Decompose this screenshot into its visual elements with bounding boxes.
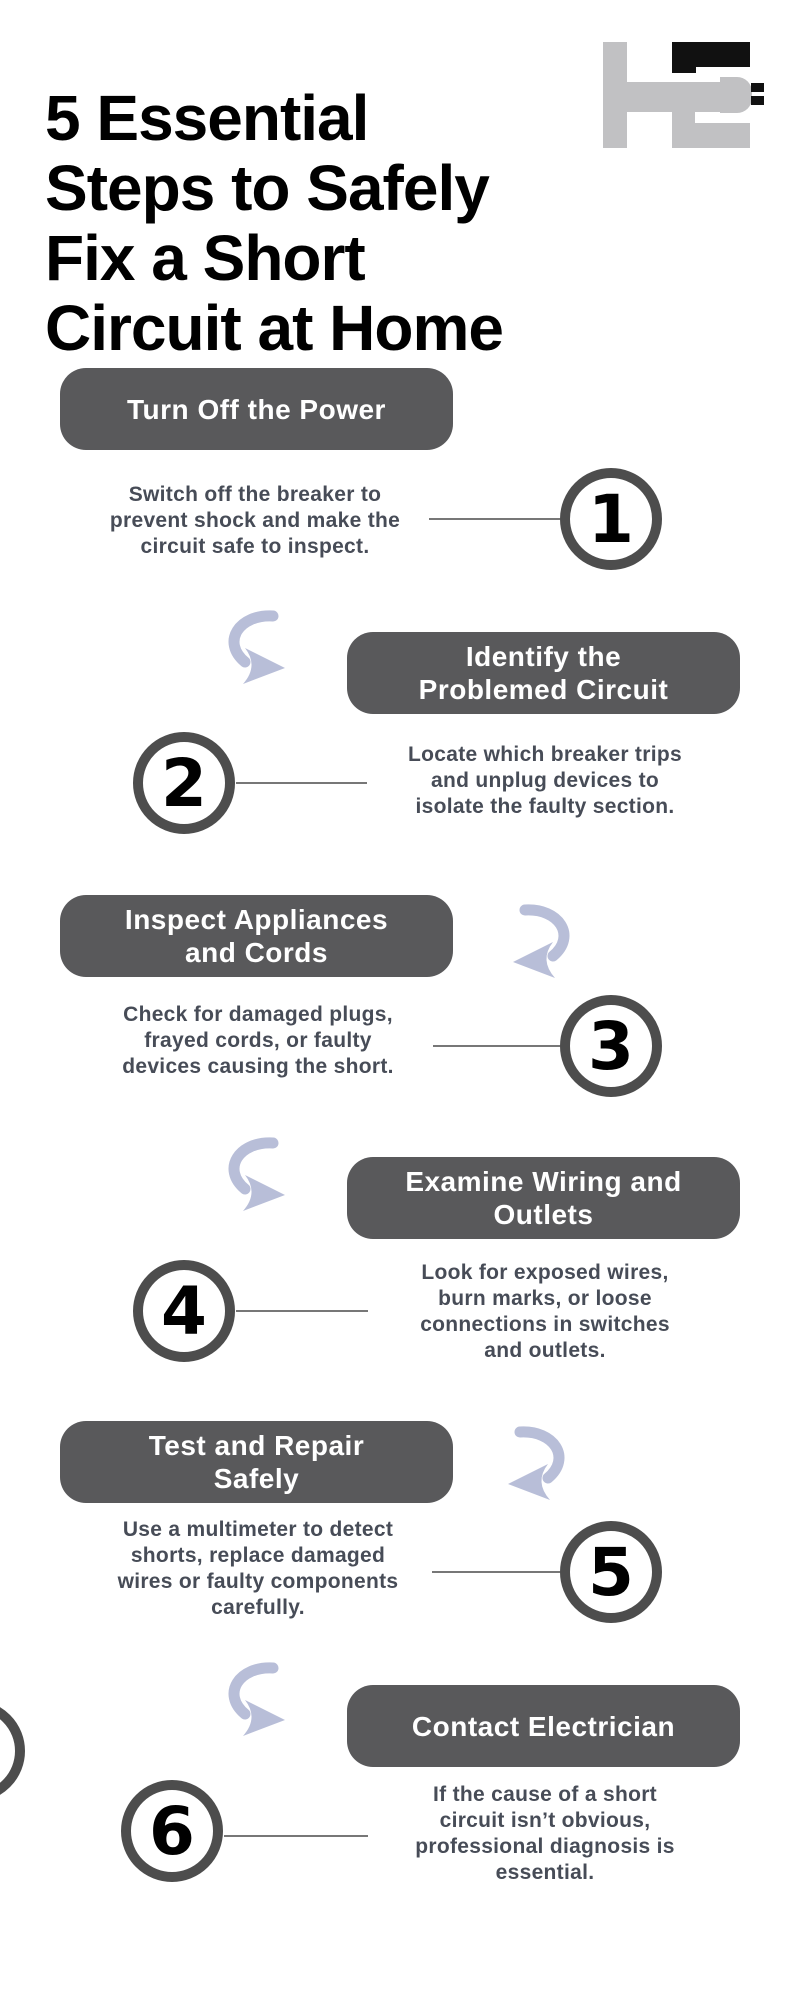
brand-logo <box>598 38 768 150</box>
step-5-number: 5 <box>588 1533 634 1611</box>
logo-plug-prong-icon <box>751 96 764 105</box>
logo-plug-prong-icon <box>751 83 764 92</box>
logo-e-step <box>672 67 696 73</box>
step-2-number: 2 <box>161 744 207 822</box>
curved-arrow-left-icon <box>508 1426 565 1500</box>
logo-h-bar <box>603 42 627 148</box>
logo-crossbar <box>627 82 722 112</box>
logo-plug-body <box>720 77 752 113</box>
step-2-connector-line <box>236 782 367 784</box>
step-1-connector-line <box>429 518 560 520</box>
logo-e-top <box>672 42 750 67</box>
step-4-connector-line <box>236 1310 368 1312</box>
step-3-description: Check for damaged plugs,frayed cords, or… <box>122 1003 394 1078</box>
curved-arrow-right-icon <box>228 1662 285 1736</box>
step-4-description: Look for exposed wires,burn marks, or lo… <box>420 1261 670 1362</box>
step-4-number: 4 <box>161 1272 207 1350</box>
step-3-connector-line <box>433 1045 560 1047</box>
step-3-number: 3 <box>588 1007 634 1085</box>
step-6-connector-line <box>224 1835 368 1837</box>
decorative-partial-circle <box>0 1700 25 1802</box>
curved-arrow-right-icon <box>228 1137 285 1211</box>
step-1-number-badge: 1 <box>560 468 662 570</box>
step-5-connector-line <box>432 1571 560 1573</box>
step-6-number-badge: 6 <box>121 1780 223 1882</box>
step-1-title-pill: Turn Off the Power <box>60 368 453 450</box>
step-6-title-pill: Contact Electrician <box>347 1685 740 1767</box>
step-3-number-badge: 3 <box>560 995 662 1097</box>
step-6-number: 6 <box>149 1792 195 1870</box>
step-2-number-badge: 2 <box>133 732 235 834</box>
step-1-number: 1 <box>588 480 634 558</box>
curved-arrow-left-icon <box>513 904 570 978</box>
curved-arrow-right-icon <box>228 610 285 684</box>
step-4-number-badge: 4 <box>133 1260 235 1362</box>
step-5-number-badge: 5 <box>560 1521 662 1623</box>
logo-e-bottom <box>672 123 750 148</box>
